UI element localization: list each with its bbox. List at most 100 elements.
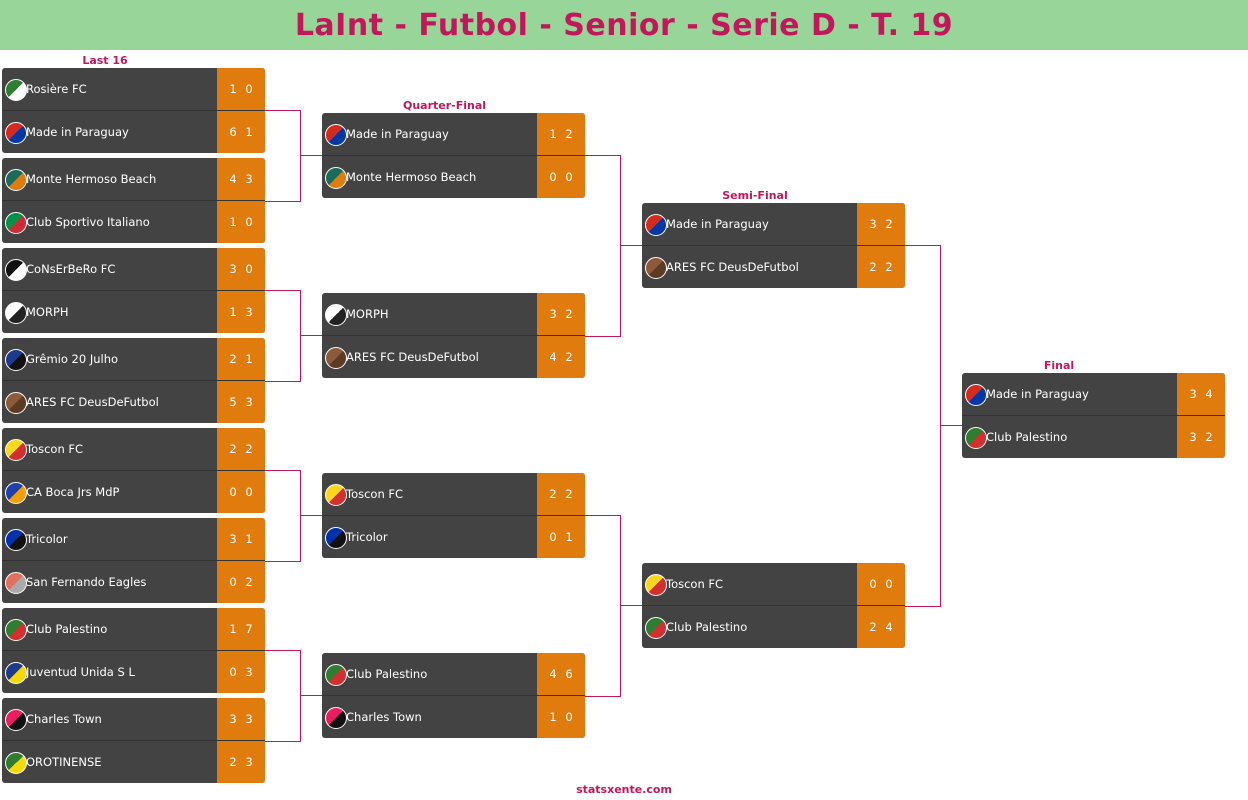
team-name[interactable]: Toscon FC: [346, 487, 404, 501]
second-leg-score: 4: [1205, 387, 1213, 401]
team-name[interactable]: Tricolor: [26, 532, 68, 546]
team-name[interactable]: MORPH: [346, 307, 389, 321]
first-leg-score: 3: [869, 217, 877, 231]
team-name[interactable]: Toscon FC: [26, 442, 84, 456]
team-name[interactable]: Club Palestino: [986, 430, 1068, 444]
second-leg-score: 0: [245, 262, 253, 276]
team-name[interactable]: Monte Hermoso Beach: [346, 170, 477, 184]
second-leg-score: 0: [245, 82, 253, 96]
page-header: LaInt - Futbol - Senior - Serie D - T. 1…: [0, 0, 1248, 50]
team-name[interactable]: Club Palestino: [346, 667, 428, 681]
morph-crest-icon: [5, 302, 27, 324]
team-name[interactable]: CoNsErBeRo FC: [26, 262, 116, 276]
second-leg-score: 2: [245, 575, 253, 589]
second-leg-score: 3: [245, 305, 253, 319]
team-name[interactable]: ARES FC DeusDeFutbol: [26, 395, 159, 409]
team-name[interactable]: OROTINENSE: [26, 755, 102, 769]
bracket-connector: [585, 515, 621, 697]
team-divider: [2, 650, 265, 651]
team-name[interactable]: Club Palestino: [666, 620, 748, 634]
first-leg-score: 3: [229, 712, 237, 726]
team-name[interactable]: Grêmio 20 Julho: [26, 352, 119, 366]
first-leg-score: 0: [229, 485, 237, 499]
team-name[interactable]: Made in Paraguay: [666, 217, 769, 231]
team-name[interactable]: Made in Paraguay: [26, 125, 129, 139]
second-leg-score: 2: [1205, 430, 1213, 444]
team-name[interactable]: San Fernando Eagles: [26, 575, 147, 589]
team-name[interactable]: Monte Hermoso Beach: [26, 172, 157, 186]
second-leg-score: 3: [245, 665, 253, 679]
team-name[interactable]: Charles Town: [26, 712, 102, 726]
team-name[interactable]: Toscon FC: [666, 577, 724, 591]
second-leg-score: 1: [245, 125, 253, 139]
team-name[interactable]: Made in Paraguay: [986, 387, 1089, 401]
team-name[interactable]: CA Boca Jrs MdP: [26, 485, 120, 499]
team-name[interactable]: Made in Paraguay: [346, 127, 449, 141]
team-name[interactable]: Rosière FC: [26, 82, 87, 96]
team-name[interactable]: ARES FC DeusDeFutbol: [346, 350, 479, 364]
tricolor-crest-icon: [325, 527, 347, 549]
team-name[interactable]: Charles Town: [346, 710, 422, 724]
second-leg-score: 0: [885, 577, 893, 591]
team-name[interactable]: Club Palestino: [26, 622, 108, 636]
morph-crest-icon: [325, 304, 347, 326]
team-name[interactable]: Juventud Unida S L: [26, 665, 135, 679]
juventud-crest-icon: [5, 662, 27, 684]
team-divider: [642, 605, 905, 606]
team-name[interactable]: Tricolor: [346, 530, 388, 544]
second-leg-score: 0: [565, 170, 573, 184]
team-name[interactable]: ARES FC DeusDeFutbol: [666, 260, 799, 274]
first-leg-score: 1: [229, 82, 237, 96]
boca-crest-icon: [5, 482, 27, 504]
team-name[interactable]: MORPH: [26, 305, 69, 319]
palestino-crest-icon: [645, 617, 667, 639]
team-name[interactable]: Club Sportivo Italiano: [26, 215, 150, 229]
first-leg-score: 2: [229, 442, 237, 456]
